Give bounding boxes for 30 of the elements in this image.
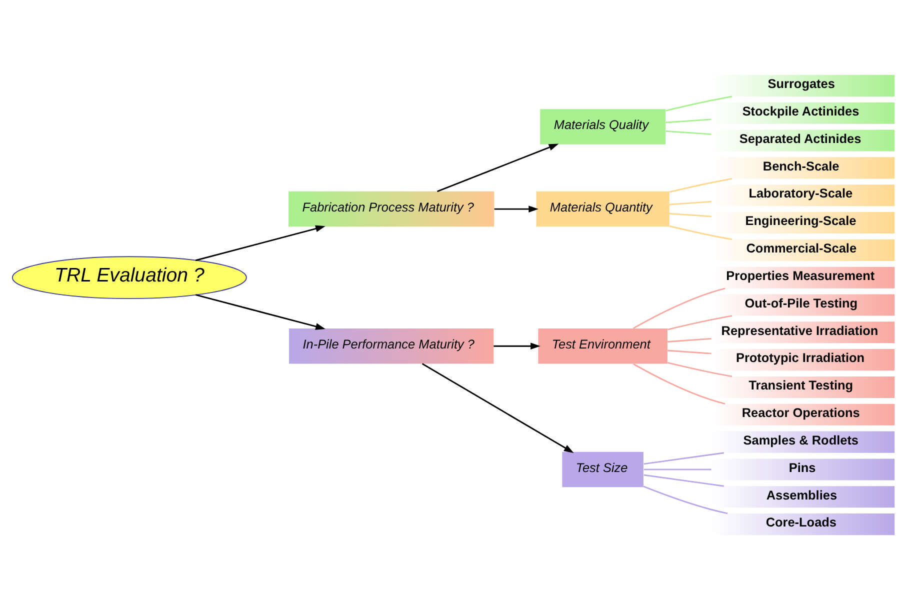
connector [669,200,712,205]
node-box: Materials Quantity [536,190,670,226]
connector [644,452,724,464]
connector [668,361,732,377]
node-ellipse: TRL Evaluation ? [12,256,247,299]
connector [670,178,732,192]
node-box: Test Environment [538,328,668,364]
connector [666,130,712,134]
node-box: Materials Quality [540,108,666,144]
arrow [195,294,326,330]
node-box: Fabrication Process Maturity ? [288,190,494,226]
arrow [422,362,574,452]
connector [633,362,726,404]
arrow [436,143,559,192]
connector [666,118,712,123]
connector [666,95,732,111]
connector [643,485,728,514]
connector [668,349,712,354]
arrow [494,342,540,350]
node-box: In-Pile Performance Maturity ? [289,328,494,364]
connector [644,468,712,470]
connector [668,314,732,330]
connector [668,337,712,342]
arrow [195,224,326,261]
connector [670,224,732,240]
arrow [494,205,538,212]
connector [669,212,712,217]
connector [633,287,726,328]
connector [644,474,724,486]
node-box: Test Size [562,451,644,487]
